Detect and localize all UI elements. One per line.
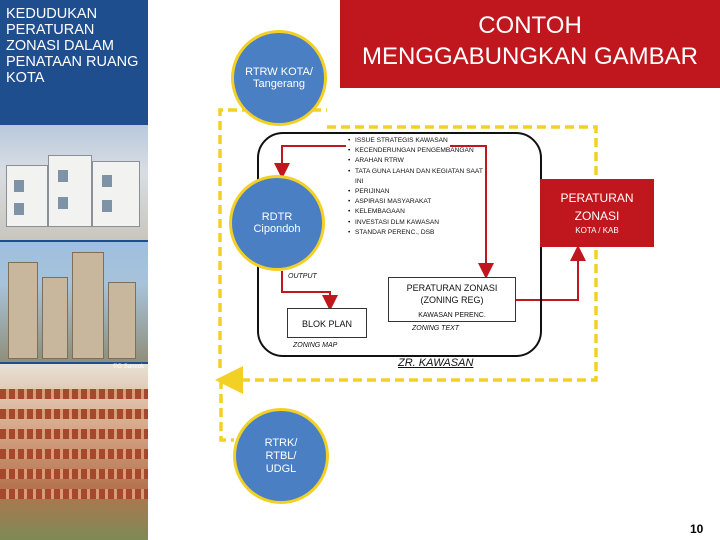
- slide-title-line1: CONTOH: [478, 12, 582, 39]
- rdtr-label-line2: Cipondoh: [253, 223, 301, 235]
- input-factor-item: INVESTASI DLM KAWASAN: [348, 218, 488, 228]
- rdtr-node: RDTR Cipondoh: [229, 175, 325, 271]
- rtrk-label-line3: UDGL: [265, 462, 297, 475]
- rtrk-label-line2: RTBL/: [265, 449, 297, 462]
- rtrw-kota-node: RTRW KOTA/ Tangerang: [231, 30, 327, 126]
- input-factor-item: ISSUE STRATEGIS KAWASAN: [348, 136, 488, 146]
- page-number: 10: [690, 522, 704, 536]
- rtrw-label-line2: Tangerang: [253, 78, 305, 90]
- dashed-right-loop: [215, 125, 598, 394]
- peraturan-zonasi-line2: ZONASI: [574, 209, 620, 223]
- dashed-down-link: [219, 380, 234, 442]
- slide-title-line2: MENGGABUNGKAN GAMBAR: [361, 43, 699, 70]
- input-factor-item: TATA GUNA LAHAN DAN KEGIATAN SAAT INI: [348, 167, 488, 187]
- peraturan-zonasi-sub: KOTA / KAB: [575, 226, 619, 235]
- pz-reg-line1: PERATURAN ZONASI: [406, 283, 498, 293]
- arrow-pz-to-peraturan: [516, 245, 586, 301]
- sidebar-title: KEDUDUKAN PERATURAN ZONASI DALAM PENATAA…: [6, 6, 139, 86]
- input-factors-list: ISSUE STRATEGIS KAWASAN KECENDERUNGAN PE…: [348, 136, 488, 238]
- sidebar: KEDUDUKAN PERATURAN ZONASI DALAM PENATAA…: [0, 0, 148, 540]
- slide-title: CONTOH MENGGABUNGKAN GAMBAR: [340, 0, 720, 88]
- pz-reg-line3: KAWASAN PERENC.: [418, 312, 486, 319]
- pz-zoning-reg-box: PERATURAN ZONASI (ZONING REG) KAWASAN PE…: [388, 277, 516, 322]
- rdtr-label-line1: RDTR: [261, 211, 293, 223]
- pz-reg-line2: (ZONING REG): [420, 295, 484, 305]
- zr-kawasan-label: ZR. KAWASAN: [398, 357, 474, 369]
- input-factor-item: PERIJINAN: [348, 187, 488, 197]
- rtrw-label-line1: RTRW KOTA/: [245, 66, 313, 78]
- zoning-map-label: ZONING MAP: [293, 342, 338, 349]
- input-factor-item: ASPIRASI MASYARAKAT: [348, 197, 488, 207]
- output-label: OUTPUT: [288, 273, 317, 280]
- townhouse-photo: [0, 125, 148, 240]
- rtrk-node: RTRK/ RTBL/ UDGL: [233, 408, 329, 504]
- rtrk-label-line1: RTRK/: [264, 436, 298, 449]
- arrow-rdtr-to-blokplan: [281, 271, 338, 311]
- photo-credit: ©G Sanook: [113, 364, 145, 370]
- apartment-towers-photo: [0, 242, 148, 362]
- input-factor-item: STANDAR PERENC., DSB: [348, 228, 488, 238]
- zoning-text-label: ZONING TEXT: [412, 325, 460, 332]
- input-factor-item: ARAHAN RTRW: [348, 156, 488, 166]
- housing-estate-photo: [0, 364, 148, 540]
- peraturan-zonasi-box: PERATURAN ZONASI KOTA / KAB: [540, 179, 654, 247]
- input-factor-item: KELEMBAGAAN: [348, 207, 488, 217]
- blok-plan-box: BLOK PLAN: [287, 308, 367, 338]
- input-factor-item: KECENDERUNGAN PENGEMBANGAN: [348, 146, 488, 156]
- peraturan-zonasi-line1: PERATURAN: [560, 191, 634, 205]
